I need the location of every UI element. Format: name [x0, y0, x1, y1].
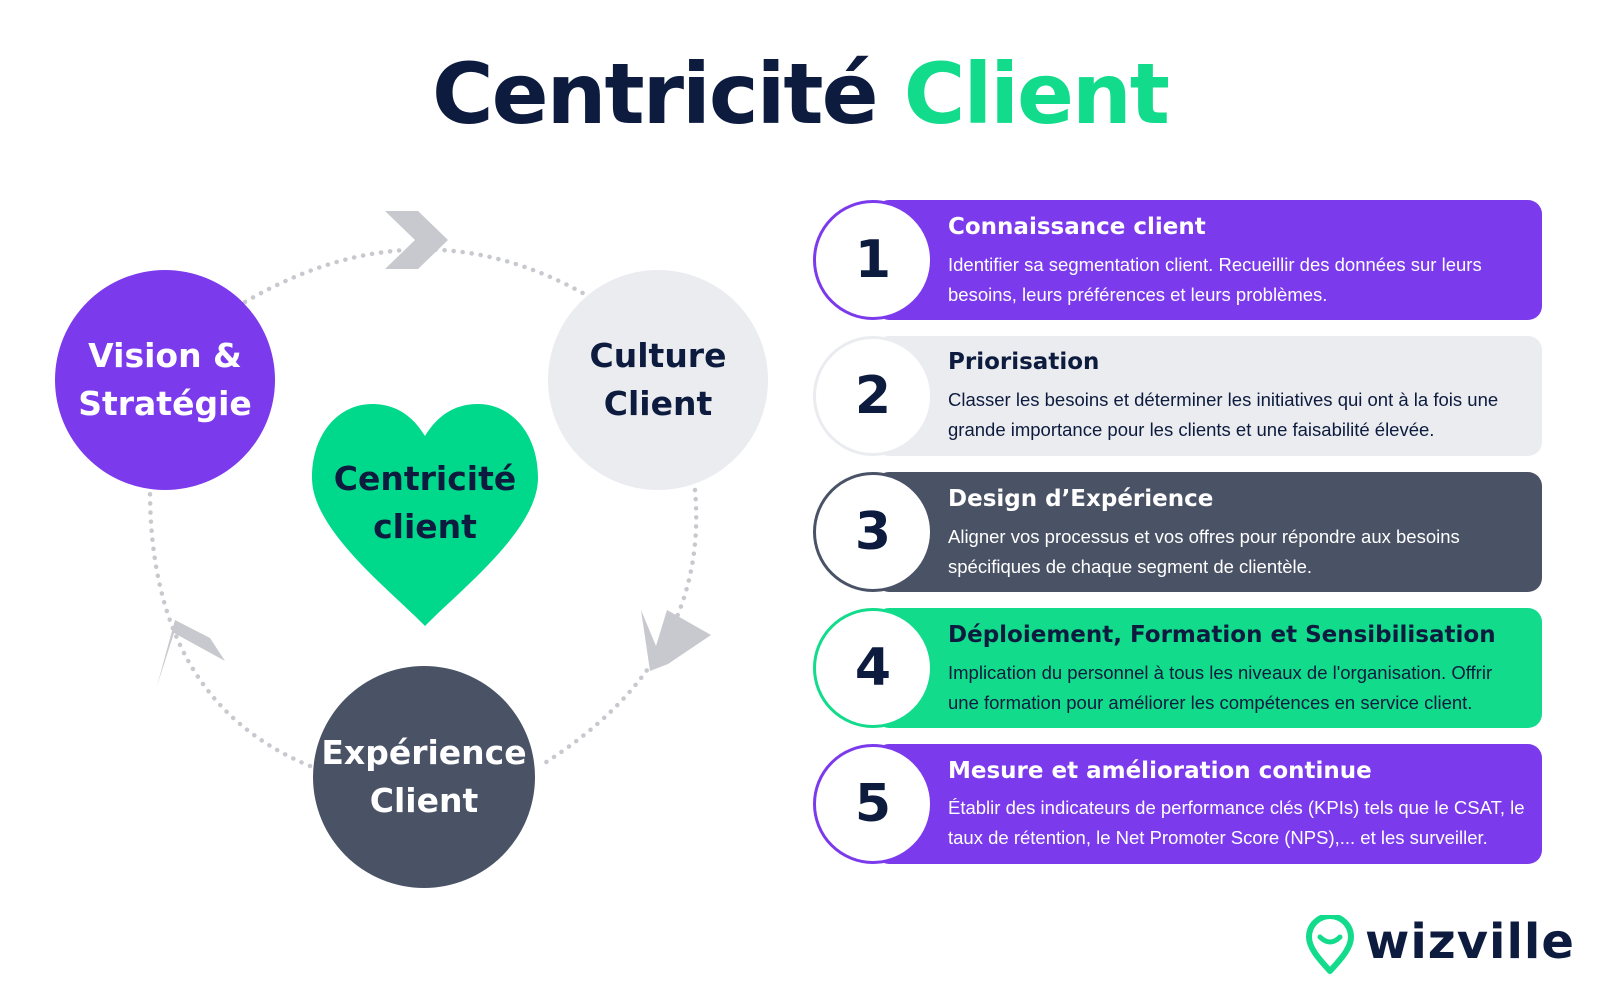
step-5-number: 5 [813, 744, 933, 864]
heart-shape [312, 404, 538, 626]
step-2-card [875, 336, 1542, 456]
step-2-title: Priorisation [948, 349, 1100, 375]
node-culture-client: Culture Client [548, 270, 768, 490]
step-1-card [875, 200, 1542, 320]
step-1-title: Connaissance client [948, 214, 1206, 240]
step-1-number: 1 [813, 200, 933, 320]
step-3-card [875, 472, 1542, 592]
title-part-1: Centricité [432, 45, 879, 143]
node-experience-client: Expérience Client [313, 666, 535, 888]
step-4-title: Déploiement, Formation et Sensibilisatio… [948, 622, 1496, 648]
heart-label-centricite-client: Centricité client [333, 459, 517, 546]
wizville-logo: wizville [1365, 914, 1575, 970]
arrow-icon-right [641, 610, 711, 671]
arrow-icon-top [385, 211, 448, 269]
arrow-icon-left [157, 620, 225, 686]
page-title: Centricité Client [0, 44, 1600, 145]
cycle-diagram [147, 211, 711, 769]
step-4-card [875, 608, 1542, 728]
step-5-description: Établir des indicateurs de performance c… [948, 797, 1525, 848]
connector-culture-experience [537, 487, 699, 769]
step-4-description: Implication du personnel à tous les nive… [948, 662, 1493, 713]
location-smile-icon [1306, 915, 1354, 974]
step-1-description: Identifier sa segmentation client. Recue… [948, 254, 1482, 305]
step-4-number: 4 [813, 608, 933, 728]
step-3-title: Design d’Expérience [948, 486, 1214, 512]
connector-experience-vision [147, 487, 313, 769]
step-2-description: Classer les besoins et déterminer les in… [948, 389, 1499, 440]
step-5-title: Mesure et amélioration continue [948, 758, 1372, 784]
step-3-description: Aligner vos processus et vos offres pour… [948, 526, 1460, 577]
step-5-card [875, 744, 1542, 864]
node-vision-strategie: Vision & Stratégie [55, 270, 275, 490]
title-part-2: Client [903, 45, 1170, 143]
step-2-number: 2 [813, 336, 933, 456]
step-3-number: 3 [813, 472, 933, 592]
